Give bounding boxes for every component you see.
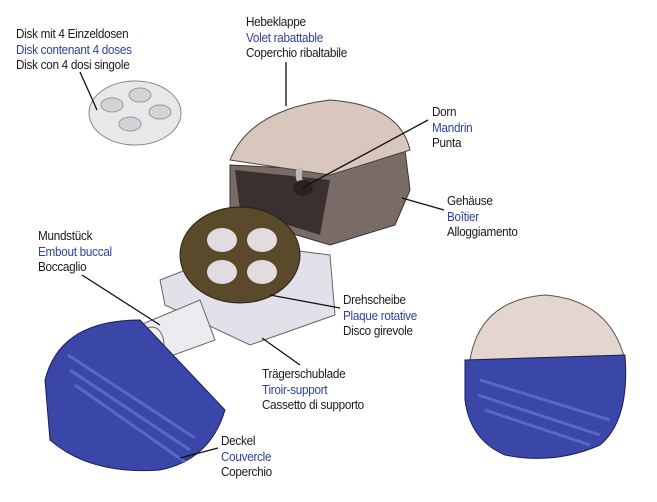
label-housing: Gehäuse Boîtier Alloggiamento <box>447 193 518 240</box>
label-tray: Trägerschublade Tiroir-support Cassetto … <box>262 366 364 413</box>
label-fr: Plaque rotative <box>343 307 418 323</box>
rotating-wheel <box>179 206 301 304</box>
label-it: Coperchio <box>221 464 272 479</box>
label-de: Dorn <box>432 104 457 119</box>
label-fr: Mandrin <box>432 119 473 135</box>
label-de: Trägerschublade <box>262 366 346 381</box>
label-fr: Disk contenant 4 doses <box>16 41 132 57</box>
label-it: Coperchio ribaltabile <box>246 45 347 60</box>
label-de: Drehscheibe <box>343 292 406 307</box>
label-it: Cassetto di supporto <box>262 397 364 412</box>
cover <box>44 319 226 472</box>
label-pin: Dorn Mandrin Punta <box>432 104 473 151</box>
label-de: Deckel <box>221 433 256 448</box>
label-it: Disco girevole <box>343 323 413 338</box>
label-de: Hebeklappe <box>246 14 306 29</box>
label-de: Gehäuse <box>447 193 493 208</box>
label-mouthpiece: Mundstück Embout buccal Boccaglio <box>38 228 112 275</box>
assembled-inhaler <box>464 294 627 459</box>
label-it: Boccaglio <box>38 259 87 274</box>
label-de: Mundstück <box>38 228 93 243</box>
label-fr: Volet rabattable <box>246 29 323 45</box>
dose-disk <box>88 80 182 146</box>
label-disk: Disk mit 4 Einzeldosen Disk contenant 4 … <box>16 26 132 73</box>
label-wheel: Drehscheibe Plaque rotative Disco girevo… <box>343 292 417 339</box>
leader-lines <box>79 62 445 459</box>
label-it: Punta <box>432 135 462 150</box>
label-fr: Tiroir-support <box>262 381 328 397</box>
label-cover: Deckel Couvercle Coperchio <box>221 433 272 480</box>
label-it: Disk con 4 dosi singole <box>16 57 130 72</box>
label-de: Disk mit 4 Einzeldosen <box>16 26 129 41</box>
label-flap: Hebeklappe Volet rabattable Coperchio ri… <box>246 14 347 61</box>
label-fr: Boîtier <box>447 208 479 224</box>
label-fr: Embout buccal <box>38 243 112 259</box>
label-it: Alloggiamento <box>447 224 518 239</box>
label-fr: Couvercle <box>221 448 272 464</box>
